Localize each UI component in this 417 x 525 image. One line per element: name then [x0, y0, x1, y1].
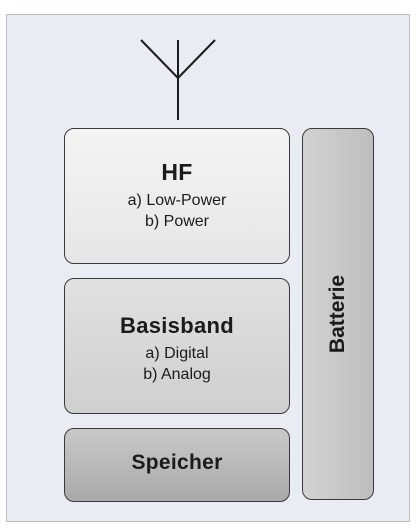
- antenna-icon: [140, 39, 216, 120]
- basisband-title: Basisband: [120, 313, 234, 338]
- speicher-title: Speicher: [131, 451, 223, 474]
- hf-item-low-power: a) Low-Power: [127, 192, 227, 209]
- hf-block: HF a) Low-Power b) Power: [64, 128, 290, 264]
- basisband-item-digital: a) Digital: [145, 345, 209, 362]
- batterie-block: Batterie: [302, 128, 374, 500]
- speicher-block: Speicher: [64, 428, 290, 502]
- basisband-block: Basisband a) Digital b) Analog: [64, 278, 290, 414]
- basisband-item-analog: b) Analog: [143, 366, 211, 383]
- hf-title: HF: [161, 159, 193, 185]
- batterie-title: Batterie: [326, 274, 349, 354]
- hf-item-power: b) Power: [144, 213, 210, 230]
